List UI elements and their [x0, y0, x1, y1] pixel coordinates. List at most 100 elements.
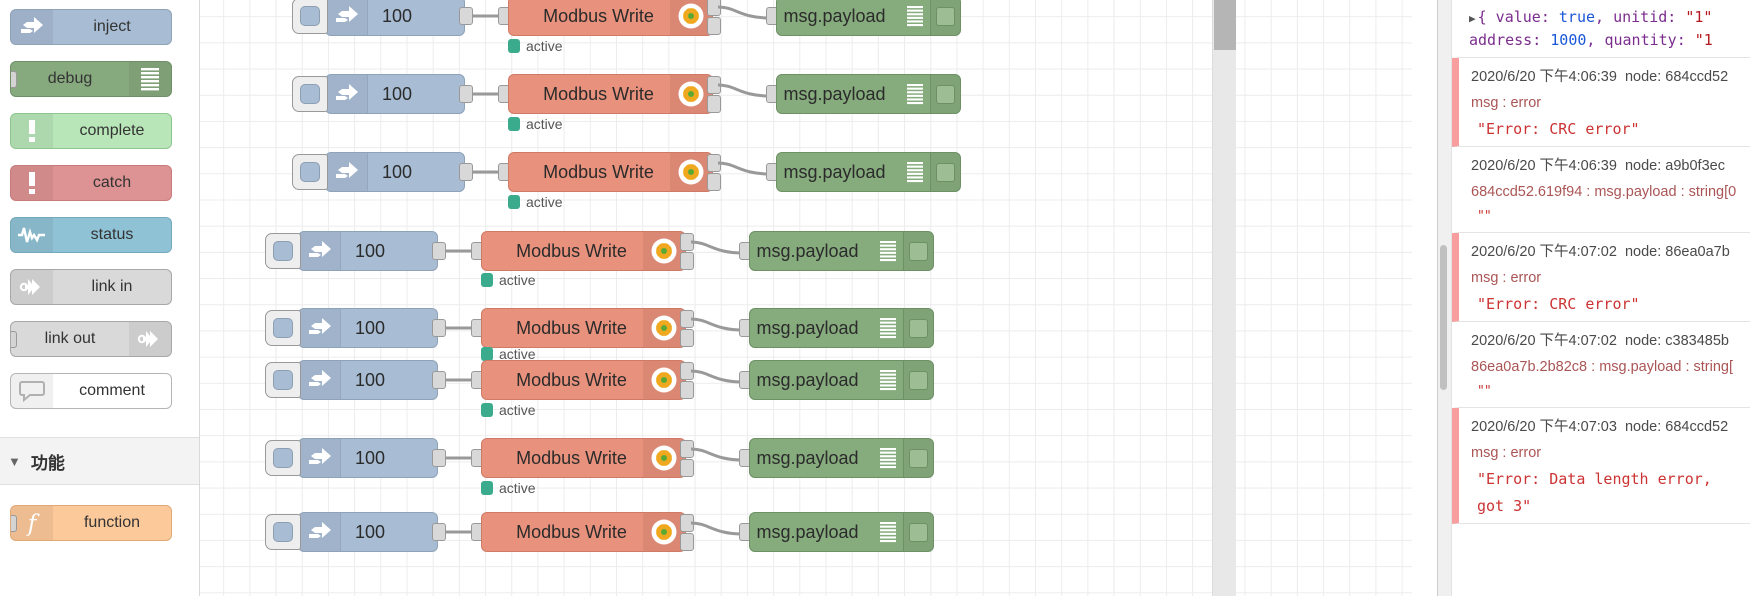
debug-node-toggle[interactable]	[903, 513, 933, 551]
palette-node-input-port[interactable]	[11, 515, 17, 532]
modbus-write-node[interactable]: Modbus Write	[481, 231, 686, 271]
modbus-output-port-2[interactable]	[680, 533, 694, 551]
modbus-write-label: Modbus Write	[516, 447, 627, 468]
status-dot-icon	[481, 273, 493, 287]
inject-output-port[interactable]	[432, 319, 446, 337]
debug-node-toggle[interactable]	[903, 439, 933, 477]
modbus-write-node[interactable]: Modbus Write	[481, 438, 686, 478]
inject-output-port[interactable]	[459, 163, 473, 181]
palette-node-catch[interactable]: catch	[10, 165, 172, 201]
debug-node[interactable]: msg.payload	[776, 74, 961, 114]
inject-output-port[interactable]	[432, 449, 446, 467]
modbus-output-port-2[interactable]	[680, 252, 694, 270]
palette-node-input-port[interactable]	[11, 71, 17, 88]
modbus-flower-icon	[670, 75, 712, 113]
modbus-output-port-2[interactable]	[680, 381, 694, 399]
inject-node[interactable]: 100	[325, 152, 465, 192]
inject-output-port[interactable]	[432, 242, 446, 260]
inject-trigger-button[interactable]	[292, 76, 328, 112]
debug-node[interactable]: msg.payload	[776, 152, 961, 192]
inject-output-port[interactable]	[432, 371, 446, 389]
modbus-output-port-2[interactable]	[680, 329, 694, 347]
status-dot-icon	[481, 481, 493, 495]
debug-source-node[interactable]: node: 684ccd52	[1624, 418, 1729, 435]
inject-trigger-button[interactable]	[265, 440, 301, 476]
debug-node-toggle[interactable]	[930, 75, 960, 113]
inject-node[interactable]: 100	[298, 231, 438, 271]
debug-node[interactable]: msg.payload	[749, 231, 934, 271]
modbus-output-port-2[interactable]	[707, 17, 721, 35]
palette-node-complete[interactable]: complete	[10, 113, 172, 149]
inject-trigger-button[interactable]	[292, 0, 328, 34]
debug-node[interactable]: msg.payload	[749, 308, 934, 348]
inject-trigger-button[interactable]	[292, 154, 328, 190]
palette-node-comment[interactable]: comment	[10, 373, 172, 409]
palette-node-link-in[interactable]: link in	[10, 269, 172, 305]
modbus-write-label: Modbus Write	[543, 83, 654, 104]
debug-message[interactable]: ▶{ value: true, unitid: "1" address: 1000…	[1452, 0, 1750, 58]
expand-triangle-icon[interactable]: ▶	[1469, 12, 1476, 25]
inject-trigger-button[interactable]	[265, 310, 301, 346]
inject-output-port[interactable]	[459, 85, 473, 103]
inject-node[interactable]: 100	[298, 512, 438, 552]
modbus-write-node[interactable]: Modbus Write	[481, 308, 686, 348]
palette-node-link-out[interactable]: link out	[10, 321, 172, 357]
debug-object-line-1: { value: true, unitid: "1"	[1477, 8, 1713, 26]
debug-scrollbar-thumb[interactable]	[1440, 245, 1447, 390]
debug-node[interactable]: msg.payload	[749, 360, 934, 400]
debug-source-node[interactable]: node: c383485b	[1624, 332, 1729, 349]
debug-node[interactable]: msg.payload	[749, 438, 934, 478]
inject-output-port[interactable]	[432, 523, 446, 541]
modbus-write-node[interactable]: Modbus Write	[481, 360, 686, 400]
node-palette[interactable]: inject debug complete catch status link in lin…	[0, 0, 200, 596]
debug-node-toggle[interactable]	[903, 309, 933, 347]
inject-node[interactable]: 100	[325, 74, 465, 114]
debug-message-list[interactable]: ▶{ value: true, unitid: "1" address: 1000…	[1452, 0, 1750, 524]
inject-trigger-button[interactable]	[265, 514, 301, 550]
palette-node-inject[interactable]: inject	[10, 9, 172, 45]
debug-source-node[interactable]: node: 684ccd52	[1624, 68, 1729, 85]
debug-message-header: 2020/6/20 下午4:06:39 node: 684ccd52	[1471, 65, 1742, 86]
debug-node-toggle[interactable]	[903, 232, 933, 270]
inject-node-label: 100	[382, 5, 413, 26]
exclamation-icon	[11, 166, 53, 200]
debug-scrollbar-track[interactable]	[1438, 0, 1452, 596]
modbus-write-node[interactable]: Modbus Write	[508, 152, 713, 192]
debug-node[interactable]: msg.payload	[749, 512, 934, 552]
modbus-write-node[interactable]: Modbus Write	[508, 74, 713, 114]
modbus-write-node[interactable]: Modbus Write	[481, 512, 686, 552]
inject-node[interactable]: 100	[298, 308, 438, 348]
palette-node-status[interactable]: status	[10, 217, 172, 253]
palette-node-debug[interactable]: debug	[10, 61, 172, 97]
canvas-scrollbar-thumb[interactable]	[1214, 0, 1236, 50]
inject-output-port[interactable]	[459, 7, 473, 25]
inject-trigger-button[interactable]	[265, 233, 301, 269]
modbus-output-port-2[interactable]	[707, 95, 721, 113]
inject-node[interactable]: 100	[298, 438, 438, 478]
debug-node-toggle[interactable]	[903, 361, 933, 399]
debug-object-line-2: address: 1000, quantity: "1	[1469, 31, 1713, 50]
canvas-scrollbar[interactable]	[1212, 0, 1236, 596]
palette-category-functions[interactable]: ▼功能	[0, 437, 199, 485]
inject-node[interactable]: 100	[298, 360, 438, 400]
debug-source-node[interactable]: node: a9b0f3ec	[1624, 157, 1725, 174]
inject-trigger-button[interactable]	[265, 362, 301, 398]
inject-node[interactable]: 100	[325, 0, 465, 36]
modbus-output-port-2[interactable]	[680, 459, 694, 477]
modbus-write-node[interactable]: Modbus Write	[508, 0, 713, 36]
debug-node-toggle[interactable]	[930, 0, 960, 35]
debug-node[interactable]: msg.payload	[776, 0, 961, 36]
debug-object-value[interactable]: ▶{ value: true, unitid: "1" address: 1000…	[1459, 0, 1750, 57]
debug-node-toggle[interactable]	[930, 153, 960, 191]
palette-node-input-port[interactable]	[11, 331, 17, 348]
debug-source-node[interactable]: node: 86ea0a7b	[1624, 243, 1730, 260]
debug-sidebar[interactable]: ▶{ value: true, unitid: "1" address: 1000…	[1437, 0, 1750, 596]
modbus-output-port-2[interactable]	[707, 173, 721, 191]
